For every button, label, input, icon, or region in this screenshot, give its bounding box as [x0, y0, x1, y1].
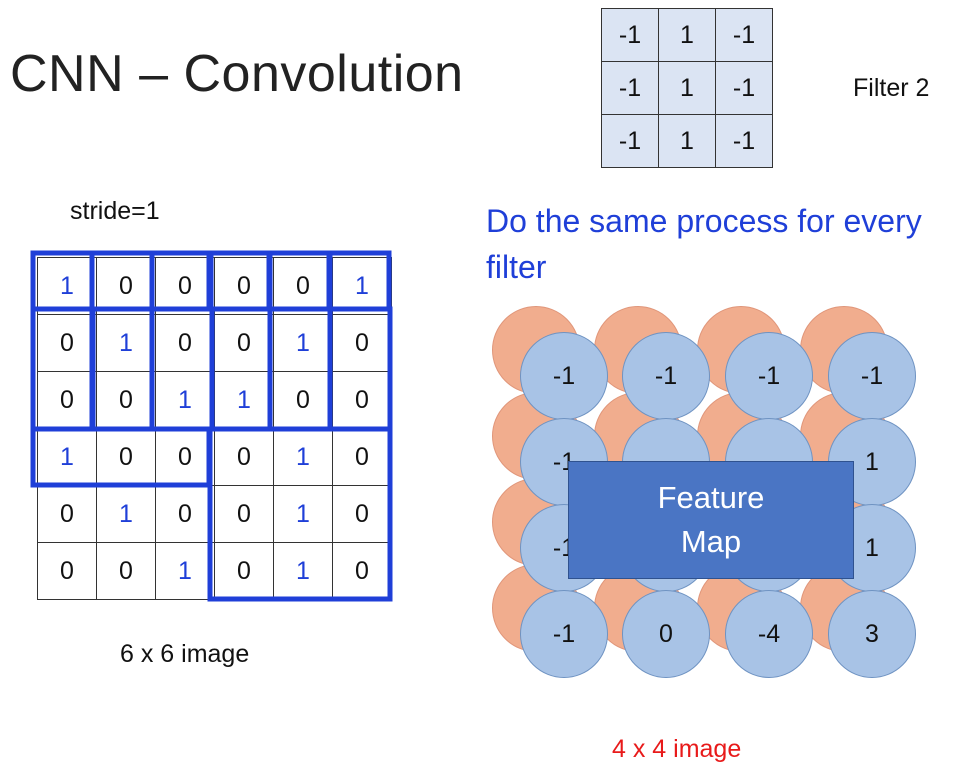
- slide-title: CNN – Convolution: [10, 45, 464, 103]
- image-cell: 0: [155, 314, 215, 372]
- filter-cell: 1: [658, 8, 716, 62]
- image-cell: 1: [96, 314, 156, 372]
- image-cell: 0: [332, 428, 392, 486]
- image-cell: 0: [96, 257, 156, 315]
- filter-cell: -1: [715, 8, 773, 62]
- filter-cell: 1: [658, 114, 716, 168]
- feature-map-value: -1: [622, 332, 710, 420]
- image-cell: 1: [273, 485, 333, 543]
- filter-label: Filter 2: [853, 74, 930, 102]
- image-cell: 0: [273, 371, 333, 429]
- image-cell: 0: [37, 371, 97, 429]
- image-cell: 0: [37, 314, 97, 372]
- image-cell: 0: [37, 542, 97, 600]
- image-cell: 0: [37, 485, 97, 543]
- feature-map-value: -1: [828, 332, 916, 420]
- feature-map-value: -1: [520, 590, 608, 678]
- feature-map-value: -1: [725, 332, 813, 420]
- filter-cell: 1: [658, 61, 716, 115]
- image-cell: 0: [214, 428, 274, 486]
- feature-map-label-line1: Feature: [657, 480, 765, 515]
- image-cell: 0: [155, 428, 215, 486]
- image-cell: 1: [37, 428, 97, 486]
- image-cell: 0: [273, 257, 333, 315]
- image-cell: 0: [214, 314, 274, 372]
- image-cell: 0: [332, 371, 392, 429]
- feature-map-value: 0: [622, 590, 710, 678]
- image-cell: 1: [332, 257, 392, 315]
- image-cell: 0: [214, 257, 274, 315]
- image-cell: 1: [37, 257, 97, 315]
- image-cell: 0: [96, 428, 156, 486]
- image-cell: 0: [214, 542, 274, 600]
- image-cell: 1: [273, 314, 333, 372]
- filter-cell: -1: [715, 114, 773, 168]
- feature-map-value: -4: [725, 590, 813, 678]
- image-cell: 0: [214, 485, 274, 543]
- image-cell: 0: [155, 257, 215, 315]
- feature-map-value: -1: [520, 332, 608, 420]
- process-heading: Do the same process for every filter: [486, 203, 922, 285]
- image-cell: 0: [96, 371, 156, 429]
- image-cell: 0: [155, 485, 215, 543]
- image-cell: 1: [273, 542, 333, 600]
- image-cell: 0: [332, 314, 392, 372]
- result-size-label: 4 x 4 image: [612, 735, 742, 763]
- image-cell: 0: [96, 542, 156, 600]
- image-cell: 0: [332, 542, 392, 600]
- filter-cell: -1: [715, 61, 773, 115]
- image-cell: 1: [155, 371, 215, 429]
- image-cell: 0: [332, 485, 392, 543]
- image-cell: 1: [155, 542, 215, 600]
- feature-map-box: Feature Map: [568, 461, 854, 579]
- filter-cell: -1: [601, 114, 659, 168]
- feature-map-label-line2: Map: [680, 524, 742, 559]
- image-cell: 1: [273, 428, 333, 486]
- image-size-label: 6 x 6 image: [120, 640, 250, 668]
- image-cell: 1: [214, 371, 274, 429]
- feature-map-value: 3: [828, 590, 916, 678]
- stride-label: stride=1: [70, 197, 160, 225]
- filter-cell: -1: [601, 61, 659, 115]
- filter-cell: -1: [601, 8, 659, 62]
- image-cell: 1: [96, 485, 156, 543]
